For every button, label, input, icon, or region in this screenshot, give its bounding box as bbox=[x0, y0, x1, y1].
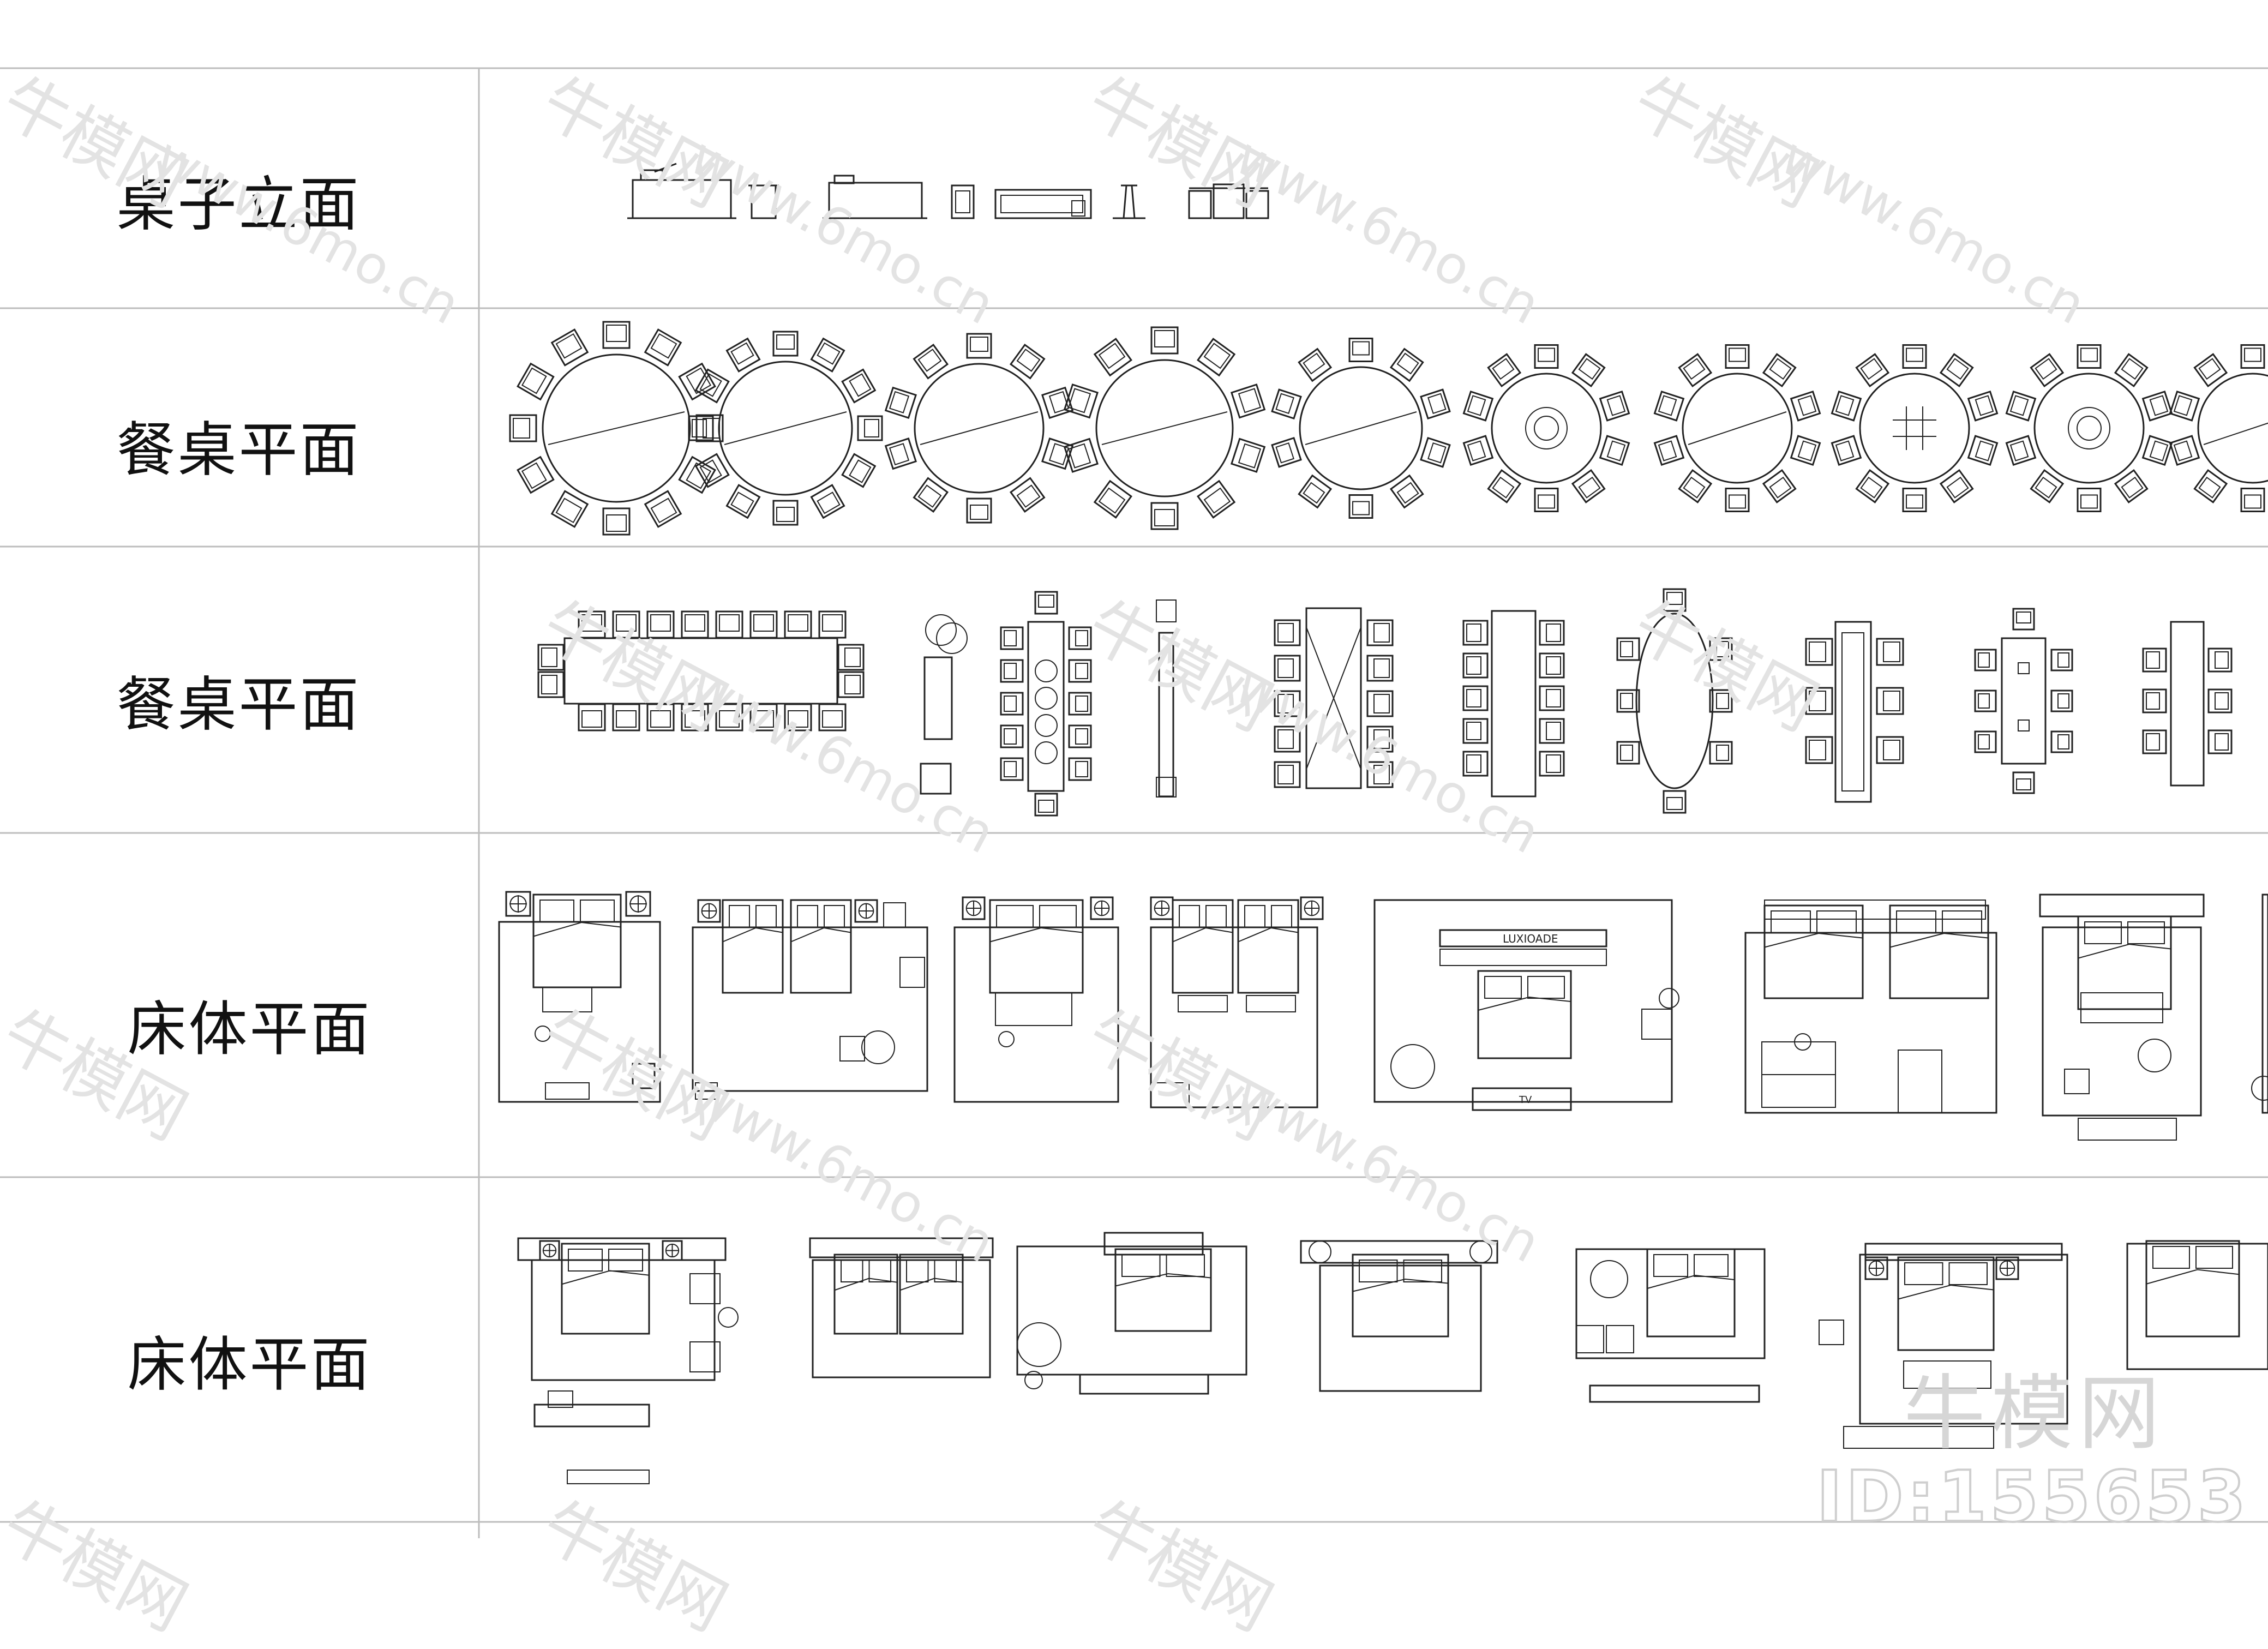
round-table-7 bbox=[1653, 344, 1821, 512]
bed-plan-11 bbox=[1016, 1232, 1247, 1395]
round-table-3 bbox=[884, 333, 1074, 524]
bed-plan-1 bbox=[498, 891, 661, 1103]
bed-plan-7 bbox=[2039, 894, 2205, 1141]
round-table-6 bbox=[1462, 344, 1630, 512]
cad-sheet: LUXIOADE TV 桌子立面 餐桌平面 餐桌平面 床体平面 床体平面 牛模网 … bbox=[0, 63, 2268, 1646]
desk-elevations bbox=[627, 163, 1269, 219]
long-table-8 bbox=[1805, 621, 1904, 803]
bed-plan-9 bbox=[517, 1237, 739, 1484]
bed-plans-row-2 bbox=[517, 1232, 2268, 1484]
brand-watermark: 牛模网 ID:155653 bbox=[1815, 1347, 2268, 1539]
bed-plan-13 bbox=[1575, 1248, 1766, 1403]
bed-plans-row-1: LUXIOADE TV bbox=[498, 891, 2268, 1141]
bed-plan-14 bbox=[1819, 1243, 2068, 1449]
round-dining-tables bbox=[509, 321, 2268, 536]
brand-logo-text: 牛模网 bbox=[1904, 1366, 2166, 1461]
oval-table bbox=[1616, 588, 1733, 814]
row-label-desk-elevation: 桌子立面 bbox=[116, 171, 361, 239]
long-table-2 bbox=[920, 614, 968, 795]
long-table-10 bbox=[2142, 621, 2233, 787]
bed-plan-10 bbox=[809, 1237, 994, 1378]
round-table-2 bbox=[688, 331, 883, 526]
long-dining-tables bbox=[537, 588, 2233, 817]
brand-id-text: ID:155653 bbox=[1815, 1455, 2249, 1539]
long-table-4 bbox=[1156, 599, 1177, 797]
table-grid: LUXIOADE TV bbox=[0, 67, 2268, 1538]
row-label-bed-plan-2: 床体平面 bbox=[127, 1331, 372, 1399]
round-table-5 bbox=[1271, 338, 1451, 519]
bed-plan-8 bbox=[2251, 894, 2268, 1114]
round-table-10 bbox=[2169, 344, 2268, 512]
long-table-3 bbox=[1000, 591, 1092, 817]
round-table-9 bbox=[2005, 344, 2173, 512]
round-table-4 bbox=[1063, 326, 1266, 530]
long-table-5 bbox=[1274, 607, 1394, 789]
bed-plan-5: LUXIOADE TV bbox=[1373, 899, 1679, 1111]
bed-plan-6 bbox=[1744, 900, 1997, 1114]
row-label-bed-plan-1: 床体平面 bbox=[127, 996, 372, 1064]
round-table-1 bbox=[509, 321, 724, 536]
long-table-6 bbox=[1462, 610, 1565, 797]
bed-plan-15 bbox=[2126, 1240, 2268, 1370]
bed-plan-3 bbox=[953, 896, 1119, 1103]
bed-plan-12 bbox=[1300, 1240, 1498, 1392]
long-table-1 bbox=[537, 610, 865, 731]
headboard-label: LUXIOADE bbox=[1503, 932, 1558, 945]
row-label-dining-plan-round: 餐桌平面 bbox=[116, 416, 361, 484]
long-table-9 bbox=[1974, 608, 2073, 794]
bed-plan-2 bbox=[692, 899, 928, 1100]
round-table-8 bbox=[1831, 344, 1999, 512]
bed-plan-4 bbox=[1150, 896, 1324, 1108]
tv-label: TV bbox=[1519, 1094, 1532, 1106]
row-label-dining-plan-long: 餐桌平面 bbox=[116, 671, 361, 739]
